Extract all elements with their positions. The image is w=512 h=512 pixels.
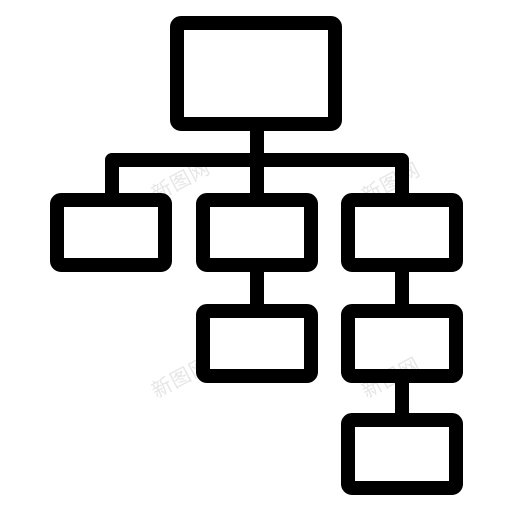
grandchild-node-right-box xyxy=(341,304,463,383)
grandchild-node-middle-box xyxy=(196,304,318,383)
root-node-box xyxy=(170,16,342,131)
child-node-middle-box xyxy=(196,193,318,272)
great-grandchild-node-right-box xyxy=(341,413,463,495)
connector-lines xyxy=(105,124,409,420)
node-boxes xyxy=(50,16,463,495)
child-node-left-box xyxy=(50,193,172,272)
watermark-layer: 新图网 新图网 新图网 新图网 xyxy=(147,155,424,403)
child-node-right-box xyxy=(341,193,463,272)
